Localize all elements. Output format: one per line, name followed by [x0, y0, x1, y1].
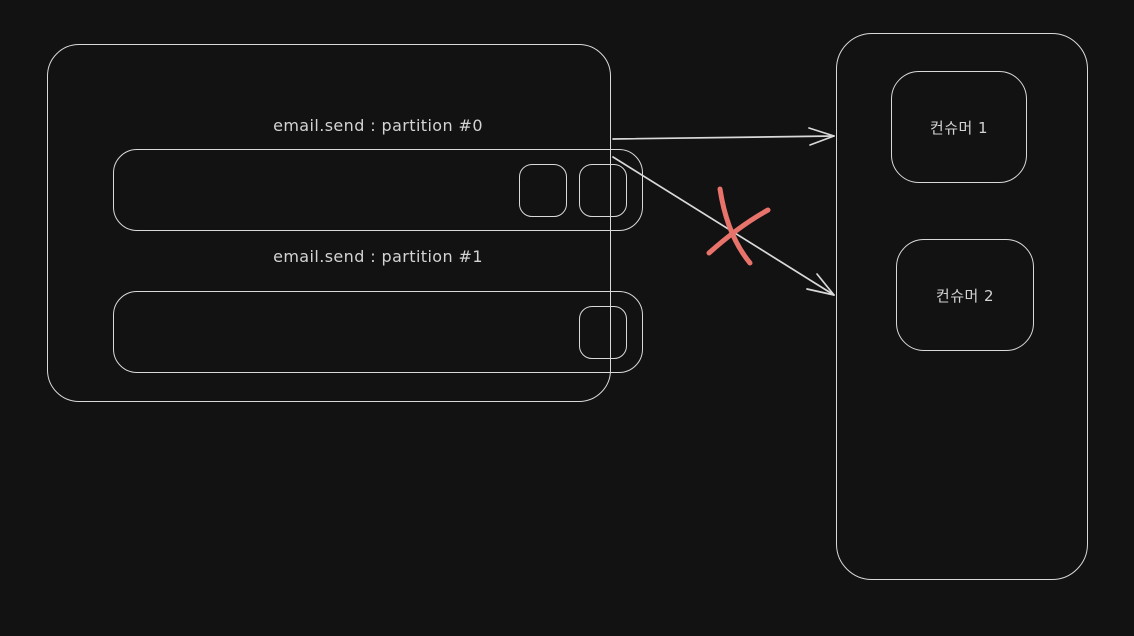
consumer-1-label: 컨슈머 1 [929, 118, 989, 137]
consumer-group-box: 컨슈머 1 컨슈머 2 [836, 33, 1088, 580]
message-square [579, 163, 627, 217]
consumer-1-box: 컨슈머 1 [891, 71, 1027, 183]
consumer-2-box: 컨슈머 2 [896, 239, 1034, 351]
arrow-partition0-to-consumer2 [612, 156, 835, 296]
topic-box: email.send : partition #0 email.send : p… [47, 44, 643, 402]
partition-0-label: email.send : partition #0 [273, 116, 483, 135]
partition-1-label: email.send : partition #1 [273, 247, 483, 266]
crossed-out-x-mark [706, 186, 771, 266]
message-square [519, 163, 567, 217]
consumer-2-label: 컨슈머 2 [935, 286, 995, 305]
partition-0-row [113, 149, 643, 231]
partition-1-row [113, 291, 643, 373]
message-square [579, 305, 627, 359]
arrow-partition0-to-consumer1 [612, 127, 835, 146]
